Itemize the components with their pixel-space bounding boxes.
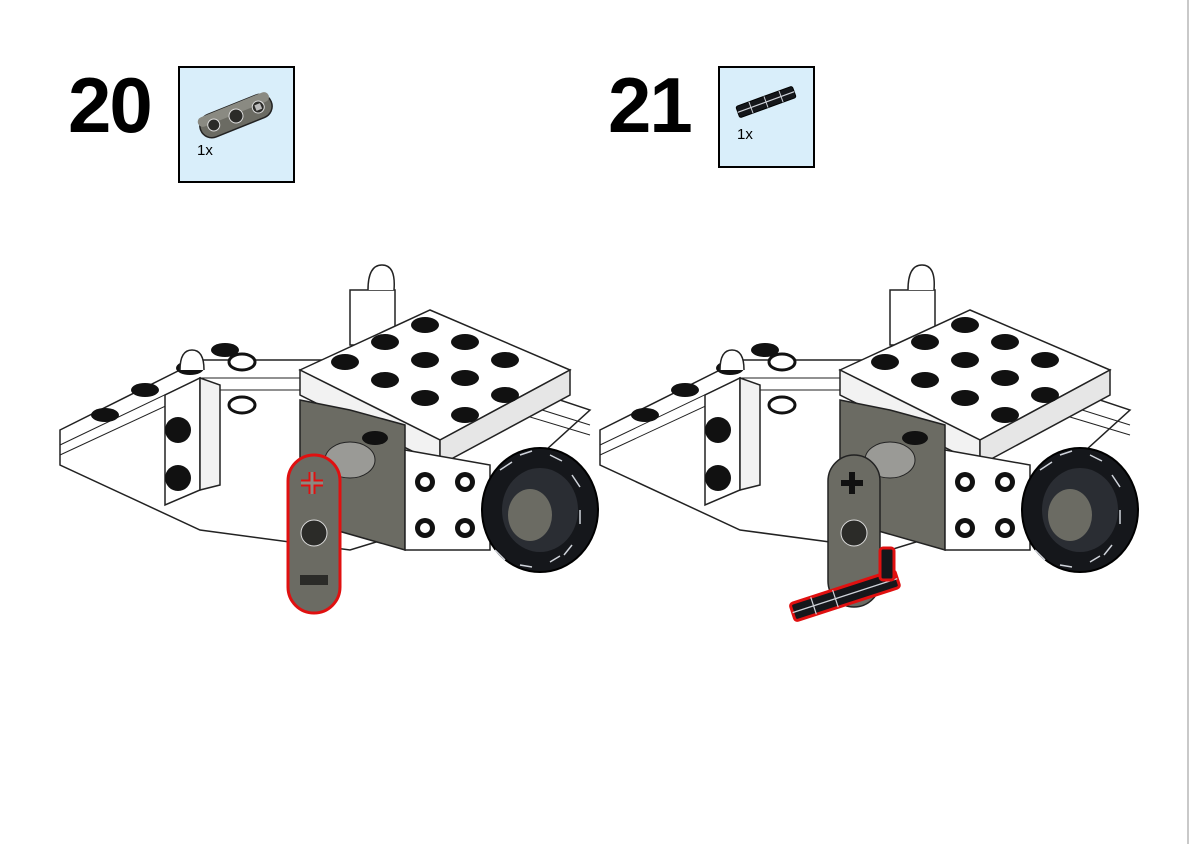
parts-callout: 1x — [718, 66, 815, 168]
step-number: 20 — [68, 61, 153, 149]
assembly-model-illustration — [599, 264, 1139, 622]
page-right-edge — [1187, 0, 1189, 844]
axle-part-icon — [735, 86, 797, 118]
liftarm-part-icon — [197, 92, 273, 139]
part-quantity: 1x — [737, 126, 753, 143]
part-quantity: 1x — [197, 142, 213, 159]
step-20: 20 1x — [59, 61, 599, 615]
parts-callout: 1x — [178, 66, 295, 183]
step-21: 21 1x — [540, 0, 1139, 844]
step-number: 21 — [608, 61, 693, 149]
assembly-model-illustration — [59, 264, 599, 615]
